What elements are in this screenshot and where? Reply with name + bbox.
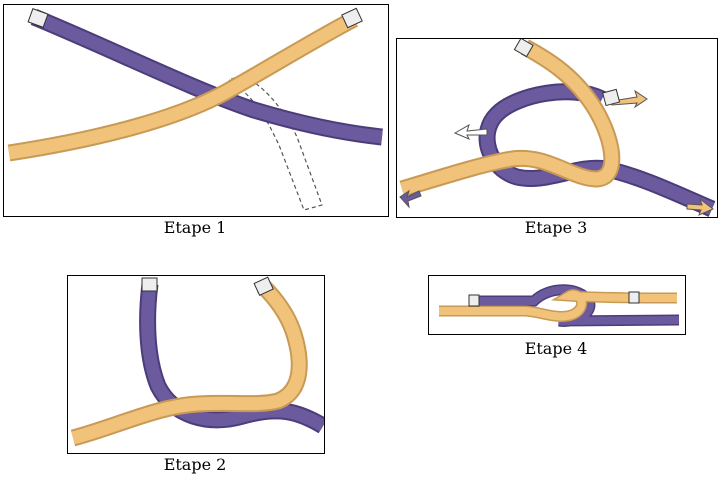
purple-rope: [480, 85, 715, 215]
step-1-caption: Etape 1: [163, 218, 227, 237]
pull-right-arrow: [611, 89, 648, 109]
purple-rope-cap: [468, 294, 480, 307]
tan-rope-outline: [399, 39, 621, 198]
purple-rope: [31, 10, 383, 144]
phantom-rope-end: [227, 74, 323, 211]
step-3-panel: [396, 38, 718, 218]
tan-rope-cap: [513, 39, 534, 58]
tan-rope: [71, 281, 306, 445]
step-1-panel: [3, 4, 389, 217]
purple-rope-cap: [602, 88, 621, 107]
step-4-caption: Etape 4: [524, 339, 588, 358]
tan-rope-cap: [341, 7, 363, 29]
step-1-illustration: [7, 7, 383, 211]
tan-rope: [8, 13, 358, 160]
pull-down-right-arrow: [686, 197, 714, 216]
tan-rope: [400, 41, 619, 196]
pull-down-left-arrow: [399, 189, 422, 209]
step-2-caption: Etape 2: [163, 455, 227, 474]
tan-rope-cap: [253, 276, 274, 296]
tan-rope-cap: [628, 291, 640, 304]
step-3-illustration: [399, 39, 716, 217]
step-3-caption: Etape 3: [524, 218, 588, 237]
step-4-panel: [428, 275, 686, 335]
purple-rope: [469, 285, 680, 326]
step-4-illustration: [439, 284, 680, 327]
step-2-panel: [67, 275, 325, 454]
tan-rope: [439, 290, 678, 321]
purple-rope-cap: [141, 277, 158, 292]
pull-left-arrow: [453, 123, 488, 140]
purple-rope-cap: [27, 8, 49, 28]
step-2-illustration: [70, 276, 324, 447]
purple-rope: [141, 283, 324, 432]
